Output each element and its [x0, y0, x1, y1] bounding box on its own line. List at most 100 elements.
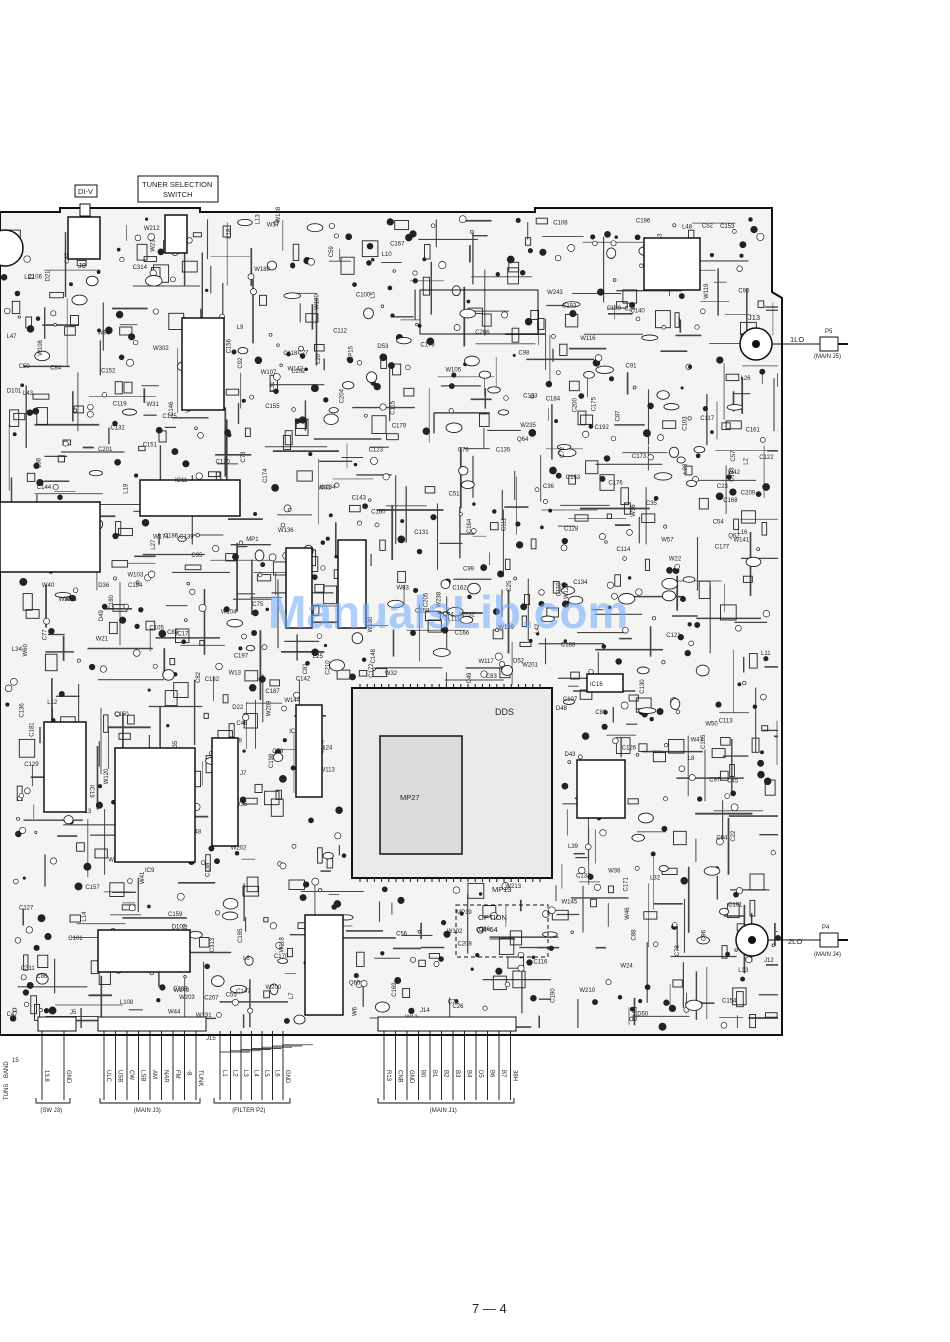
solder-pad — [287, 507, 292, 512]
solder-pad — [283, 1017, 290, 1024]
component-footprint — [490, 522, 499, 531]
solder-pad — [118, 354, 125, 361]
j7-label: J7 — [240, 771, 247, 777]
component-footprint — [314, 583, 325, 593]
part-label: W113 — [320, 768, 336, 774]
part-label: W99 — [98, 330, 111, 336]
solder-pad — [20, 383, 25, 388]
part-label: L111 — [448, 617, 461, 623]
solder-pad — [238, 540, 244, 545]
ic13 — [285, 547, 313, 629]
solder-pad — [157, 248, 165, 256]
component-footprint — [574, 514, 589, 522]
tuner-switch-body — [164, 214, 188, 254]
solder-pad — [734, 948, 738, 952]
solder-pad — [52, 484, 59, 491]
component-footprint — [32, 393, 50, 400]
pin-label-main_j1: GND — [408, 1070, 414, 1084]
solder-pad — [23, 255, 31, 263]
component-footprint — [673, 830, 687, 846]
dv-switch — [79, 203, 91, 217]
solder-pad — [540, 525, 544, 530]
part-label: W39 — [59, 597, 72, 603]
solder-pad — [733, 891, 739, 898]
solder-pad — [13, 878, 19, 885]
solder-pad — [680, 386, 684, 390]
part-label: C189 — [173, 986, 188, 992]
ic11-label: IC11 — [175, 478, 188, 484]
solder-pad — [495, 272, 501, 277]
pin-label-main_j3: FM — [174, 1070, 180, 1079]
solder-pad — [615, 658, 622, 665]
solder-pad — [770, 850, 776, 856]
solder-pad — [614, 235, 618, 239]
solder-pad — [269, 922, 277, 930]
capacitor-outline — [467, 582, 481, 595]
part-label: W209 — [267, 700, 273, 716]
component-footprint — [169, 658, 176, 666]
main-j4-label: (MAIN J4) — [814, 952, 841, 958]
part-label: C177 — [715, 544, 730, 550]
solder-pad — [58, 691, 65, 697]
solder-pad — [642, 429, 651, 438]
part-label: W119 — [704, 283, 710, 299]
part-label: C142 — [296, 676, 311, 682]
component-footprint — [117, 527, 133, 537]
component-footprint — [109, 882, 125, 897]
capacitor-outline — [283, 292, 302, 300]
solder-pad — [675, 709, 681, 714]
part-label: D102 — [172, 924, 187, 930]
solder-pad — [366, 242, 374, 250]
capacitor-outline — [237, 218, 253, 227]
group-caption-sw_j3: (SW J3) — [40, 1108, 62, 1114]
component-footprint — [264, 790, 280, 806]
component-footprint — [208, 471, 221, 478]
component-footprint — [615, 737, 631, 754]
solder-pad — [674, 563, 680, 570]
part-label: C129 — [24, 762, 39, 768]
capacitor-outline — [211, 975, 225, 987]
part-label: C73 — [241, 451, 247, 463]
solder-pad — [528, 638, 533, 643]
component-footprint — [662, 420, 677, 429]
solder-pad — [694, 324, 700, 330]
part-label: L26 — [741, 376, 752, 382]
j15-header — [97, 1016, 207, 1032]
pin-label-main_j3: LSB — [140, 1070, 146, 1081]
component-footprint — [524, 237, 532, 246]
part-label: W103 — [128, 573, 144, 579]
component-footprint — [725, 420, 742, 430]
part-label: C161 — [746, 427, 761, 433]
solder-pad — [688, 640, 694, 647]
capacitor-outline — [618, 593, 636, 605]
capacitor-outline — [501, 664, 514, 676]
solder-pad — [152, 308, 159, 315]
solder-pad — [307, 258, 315, 266]
solder-pad — [680, 877, 688, 885]
solder-pad — [335, 806, 343, 814]
part-label: D101 — [7, 389, 22, 395]
solder-pad — [677, 634, 684, 641]
solder-pad — [417, 930, 421, 934]
component-footprint — [498, 937, 515, 955]
part-label: W142 — [288, 366, 304, 372]
solder-pad — [622, 626, 629, 634]
solder-pad — [197, 432, 204, 439]
solder-pad — [617, 995, 623, 1000]
part-label: MP15 — [348, 345, 354, 361]
part-label: C159 — [168, 912, 183, 918]
component-footprint — [511, 327, 520, 343]
part-label: C184 — [546, 397, 561, 403]
capacitor-outline — [329, 659, 345, 672]
solder-pad — [452, 886, 461, 894]
part-label: C147 — [236, 989, 251, 995]
solder-pad — [530, 394, 535, 399]
solder-pad — [254, 356, 263, 365]
solder-pad — [627, 576, 632, 580]
solder-pad — [715, 701, 722, 708]
solder-pad — [678, 765, 686, 772]
part-label: W41 — [140, 871, 146, 884]
part-label: C80 — [167, 630, 179, 636]
solder-pad — [242, 749, 246, 753]
part-label: C205 — [424, 592, 430, 607]
